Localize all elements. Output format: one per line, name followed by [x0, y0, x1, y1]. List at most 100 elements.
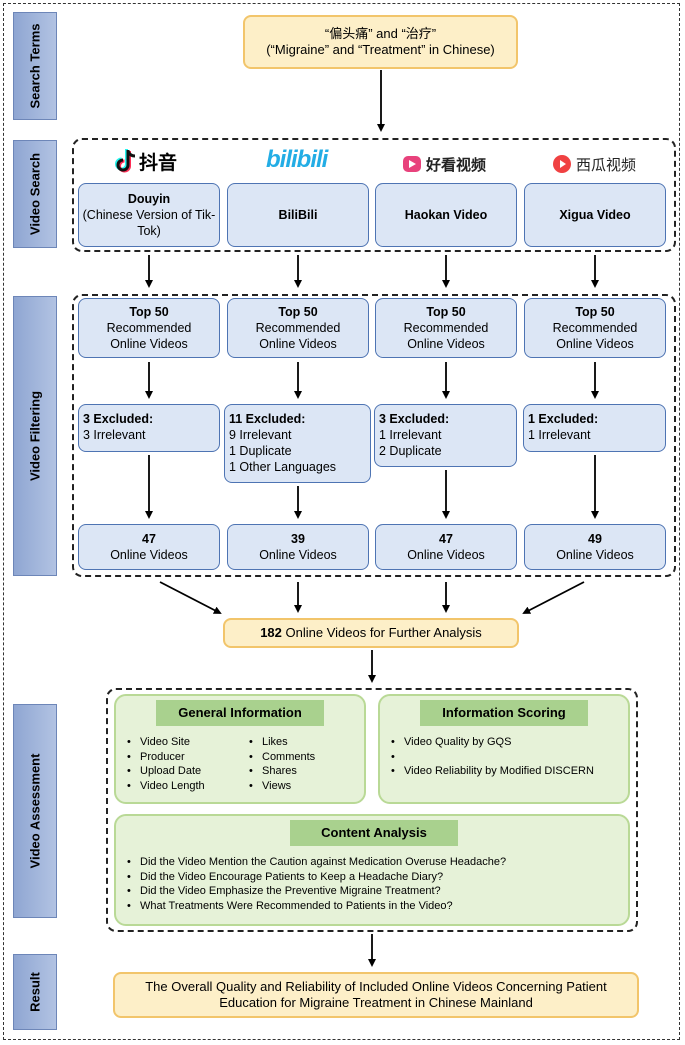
top50-title: Top 50	[129, 305, 169, 319]
top50-haokan: Top 50 Recommended Online Videos	[375, 298, 517, 358]
arrow-xigua-to-total	[522, 581, 585, 614]
content-analysis-title: Content Analysis	[290, 820, 458, 846]
stage-video-assessment: Video Assessment	[13, 704, 57, 918]
list-item: Producer	[120, 750, 240, 765]
excluded-title: 1 Excluded:	[528, 412, 599, 426]
excluded-title: 3 Excluded:	[83, 412, 154, 426]
excluded-reason: 1 Irrelevant	[379, 428, 442, 442]
stage-video-search: Video Search	[13, 140, 57, 248]
remaining-label: Online Videos	[556, 548, 634, 562]
stage-search-terms: Search Terms	[13, 12, 57, 120]
search-terms-line2: (“Migraine” and “Treatment” in Chinese)	[266, 42, 495, 57]
info-scoring-list: Video Quality by GQS Video Reliability b…	[384, 735, 614, 778]
platform-name: Douyin	[127, 192, 171, 206]
platform-xigua: Xigua Video	[524, 183, 666, 247]
search-terms-box: “偏头痛” and “治疗” (“Migraine” and “Treatmen…	[243, 15, 518, 69]
platform-name: Xigua Video	[559, 208, 631, 222]
top50-bilibili: Top 50 Recommended Online Videos	[227, 298, 369, 358]
list-item: Did the Video Emphasize the Preventive M…	[120, 884, 620, 899]
list-item: Video Site	[120, 735, 240, 750]
content-analysis-list: Did the Video Mention the Caution agains…	[120, 855, 620, 913]
platform-haokan: Haokan Video	[375, 183, 517, 247]
excluded-reason: 1 Other Languages	[229, 460, 337, 474]
list-item	[384, 750, 614, 765]
platform-douyin: Douyin (Chinese Version of Tik-Tok)	[78, 183, 220, 247]
remaining-bilibili: 39 Online Videos	[227, 524, 369, 570]
xigua-logo-icon	[553, 155, 571, 173]
douyin-note-icon	[115, 149, 136, 173]
list-item: Shares	[242, 764, 352, 779]
top50-line2: Online Videos	[110, 337, 188, 351]
excluded-bilibili: 11 Excluded: 9 Irrelevant 1 Duplicate 1 …	[224, 404, 371, 483]
stage-video-filtering: Video Filtering	[13, 296, 57, 576]
remaining-label: Online Videos	[407, 548, 485, 562]
video-search-region	[72, 138, 676, 252]
top50-line1: Recommended	[106, 321, 192, 335]
remaining-count: 49	[588, 532, 602, 546]
top50-title: Top 50	[278, 305, 318, 319]
total-videos-box: 182 Online Videos for Further Analysis	[223, 618, 519, 648]
douyin-logo-text: 抖音	[139, 152, 178, 174]
platform-subtitle: (Chinese Version of Tik-Tok)	[82, 208, 216, 238]
remaining-count: 47	[142, 532, 156, 546]
outer-frame	[3, 3, 680, 1040]
stage-result: Result	[13, 954, 57, 1030]
bilibili-logo: bilibili	[266, 146, 328, 173]
haokan-play-icon	[403, 156, 421, 172]
top50-xigua: Top 50 Recommended Online Videos	[524, 298, 666, 358]
platform-name: Haokan Video	[404, 208, 488, 222]
excluded-reason: 2 Duplicate	[379, 444, 442, 458]
excluded-title: 11 Excluded:	[229, 412, 306, 426]
remaining-xigua: 49 Online Videos	[524, 524, 666, 570]
excluded-reason: 9 Irrelevant	[229, 428, 292, 442]
list-item: What Treatments Were Recommended to Pati…	[120, 899, 620, 914]
haokan-logo-text: 好看视频	[426, 156, 487, 174]
info-scoring-title: Information Scoring	[420, 700, 588, 726]
excluded-xigua: 1 Excluded: 1 Irrelevant	[523, 404, 666, 452]
arrow-douyin-to-total	[159, 581, 222, 614]
excluded-reason: 1 Irrelevant	[528, 428, 591, 442]
top50-title: Top 50	[575, 305, 615, 319]
top50-line2: Online Videos	[259, 337, 337, 351]
remaining-label: Online Videos	[259, 548, 337, 562]
douyin-logo: 抖音	[114, 148, 177, 174]
general-info-title: General Information	[156, 700, 324, 726]
bilibili-logo-text: bilibili	[266, 146, 328, 173]
top50-line1: Recommended	[403, 321, 489, 335]
top50-line2: Online Videos	[556, 337, 634, 351]
list-item: Likes	[242, 735, 352, 750]
excluded-reason: 3 Irrelevant	[83, 428, 146, 442]
top50-line1: Recommended	[552, 321, 638, 335]
general-info-list-1: Video Site Producer Upload Date Video Le…	[120, 735, 240, 793]
search-terms-line1: “偏头痛” and “治疗”	[324, 25, 437, 41]
platform-name: BiliBili	[278, 208, 318, 222]
excluded-reason: 1 Duplicate	[229, 444, 292, 458]
excluded-title: 3 Excluded:	[379, 412, 450, 426]
remaining-label: Online Videos	[110, 548, 188, 562]
remaining-count: 39	[291, 532, 305, 546]
platform-bilibili: BiliBili	[227, 183, 369, 247]
list-item: Video Length	[120, 779, 240, 794]
total-label: Online Videos for Further Analysis	[281, 624, 482, 640]
xigua-logo-text: 西瓜视频	[576, 156, 637, 174]
top50-douyin: Top 50 Recommended Online Videos	[78, 298, 220, 358]
excluded-haokan: 3 Excluded: 1 Irrelevant 2 Duplicate	[374, 404, 517, 467]
remaining-haokan: 47 Online Videos	[375, 524, 517, 570]
top50-line2: Online Videos	[407, 337, 485, 351]
general-info-list-2: Likes Comments Shares Views	[242, 735, 352, 793]
list-item: Did the Video Encourage Patients to Keep…	[120, 870, 620, 885]
haokan-logo: 好看视频	[402, 152, 486, 176]
list-item: Did the Video Mention the Caution agains…	[120, 855, 620, 870]
top50-title: Top 50	[426, 305, 466, 319]
excluded-douyin: 3 Excluded: 3 Irrelevant	[78, 404, 220, 452]
list-item: Comments	[242, 750, 352, 765]
list-item: Views	[242, 779, 352, 794]
video-filtering-region	[72, 294, 676, 577]
remaining-douyin: 47 Online Videos	[78, 524, 220, 570]
result-line1: The Overall Quality and Reliability of I…	[145, 978, 607, 994]
remaining-count: 47	[439, 532, 453, 546]
total-count: 182	[260, 624, 282, 640]
list-item: Upload Date	[120, 764, 240, 779]
result-line2: Education for Migraine Treatment in Chin…	[219, 995, 533, 1010]
